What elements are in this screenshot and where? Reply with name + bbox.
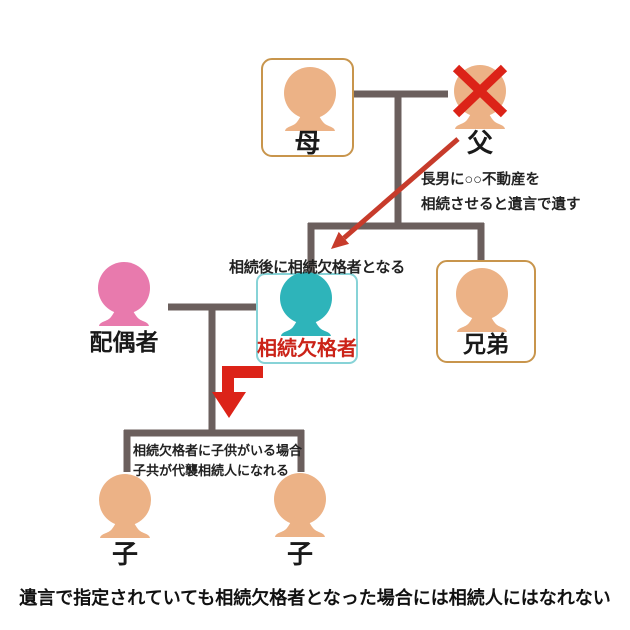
mother-label: 母 (294, 128, 321, 158)
will-note: 長男に○○不動産を 相続させると遺言で遺す (421, 172, 581, 213)
substitute-heir-note: 相続欠格者に子供がいる場合 子共が代襲相続人になれる (133, 443, 303, 478)
child-right-label: 子 (286, 539, 313, 569)
child-left-label: 子 (111, 539, 138, 569)
deceased-x-icon (452, 64, 508, 118)
substitute-arrow-icon (212, 366, 263, 418)
person-icon-mother (284, 67, 336, 131)
disqualified-label: 相続欠格者 (257, 338, 357, 360)
family-lines (123, 90, 485, 472)
after-inheritance-note: 相続後に相続欠格者となる (229, 259, 405, 276)
person-icon-child-left (99, 474, 151, 538)
spouse-label: 配偶者 (89, 329, 159, 355)
person-icon-child-right (274, 473, 326, 537)
diagram-caption: 遺言で指定されていても相続欠格者となった場合には相続人にはなれない (19, 588, 611, 608)
sibling-label: 兄弟 (463, 331, 509, 357)
person-icon-spouse (98, 262, 150, 326)
father-label: 父 (466, 128, 493, 158)
person-icon-disqualified (280, 272, 332, 336)
person-icon-sibling (456, 268, 508, 332)
will-arrow-icon (331, 137, 460, 249)
